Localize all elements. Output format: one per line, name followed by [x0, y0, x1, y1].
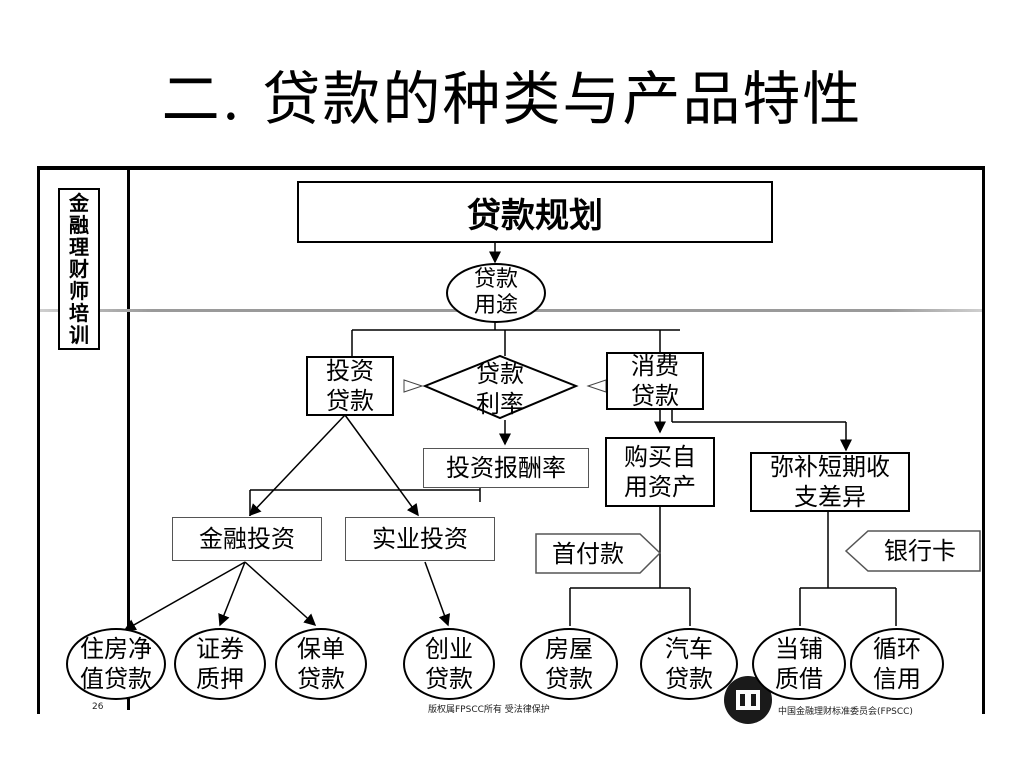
- node-financial-invest: 金融投资: [172, 517, 322, 561]
- node-return-rate: 投资报酬率: [423, 448, 589, 488]
- node-label: 汽车贷款: [665, 635, 713, 693]
- node-pawn-loan: 当铺质借: [752, 628, 846, 700]
- callout-down-payment: 首付款: [536, 534, 640, 574]
- node-label: 消费贷款: [631, 352, 679, 410]
- node-label: 购买自用资产: [624, 443, 696, 501]
- node-startup-loan: 创业贷款: [403, 628, 495, 700]
- side-label-char: 师: [69, 279, 89, 303]
- slide-title: 二. 贷款的种类与产品特性: [161, 65, 863, 133]
- node-cover-gap: 弥补短期收支差异: [750, 452, 910, 512]
- node-label: 循环信用: [873, 635, 921, 693]
- side-label-char: 金: [69, 191, 89, 215]
- node-auto-loan: 汽车贷款: [640, 628, 738, 700]
- node-interest-rate: 贷款利率: [455, 360, 545, 418]
- node-label: 创业贷款: [425, 635, 473, 693]
- node-label: 实业投资: [372, 525, 468, 553]
- node-loan-use: 贷款用途: [446, 263, 546, 323]
- node-invest-loan: 投资贷款: [306, 356, 394, 416]
- node-label: 住房净值贷款: [80, 635, 152, 693]
- content-frame: [37, 166, 985, 714]
- node-label: 弥补短期收支差异: [770, 453, 890, 511]
- node-industrial-invest: 实业投资: [345, 517, 495, 561]
- copyright-text: 版权属FPSCC所有 受法律保护: [428, 705, 550, 715]
- node-label: 当铺质借: [775, 635, 823, 693]
- frame-divider-vertical: [127, 170, 130, 710]
- node-policy-loan: 保单贷款: [275, 628, 367, 700]
- node-housing-loan: 房屋贷款: [520, 628, 618, 700]
- org-text: 中国金融理财标准委员会(FPSCC): [778, 707, 913, 717]
- side-label: 金 融 理 财 师 培 训: [58, 188, 100, 350]
- side-label-char: 培: [69, 301, 89, 325]
- node-label: 投资报酬率: [446, 454, 566, 482]
- node-label: 房屋贷款: [545, 635, 593, 693]
- node-label: 贷款用途: [473, 267, 518, 318]
- node-label: 首付款: [552, 540, 624, 568]
- node-consumer-loan: 消费贷款: [606, 352, 704, 410]
- node-label: 银行卡: [884, 537, 956, 565]
- node-label: 金融投资: [199, 525, 295, 553]
- callout-bank-card: 银行卡: [864, 531, 976, 571]
- node-securities-pledge: 证券质押: [174, 628, 266, 700]
- node-label: 保单贷款: [297, 635, 345, 693]
- side-label-char: 理: [69, 235, 89, 259]
- node-revolving-credit: 循环信用: [850, 628, 944, 700]
- side-label-char: 融: [69, 213, 89, 237]
- node-home-equity: 住房净值贷款: [66, 628, 166, 700]
- node-label: 贷款利率: [476, 360, 524, 418]
- node-label: 证券质押: [196, 635, 244, 693]
- node-buy-assets: 购买自用资产: [605, 437, 715, 507]
- side-label-char: 财: [69, 257, 89, 281]
- side-label-char: 训: [69, 323, 89, 347]
- node-label: 投资贷款: [326, 357, 374, 415]
- page-number: 26: [92, 702, 104, 712]
- diagram-header: 贷款规划: [297, 181, 773, 243]
